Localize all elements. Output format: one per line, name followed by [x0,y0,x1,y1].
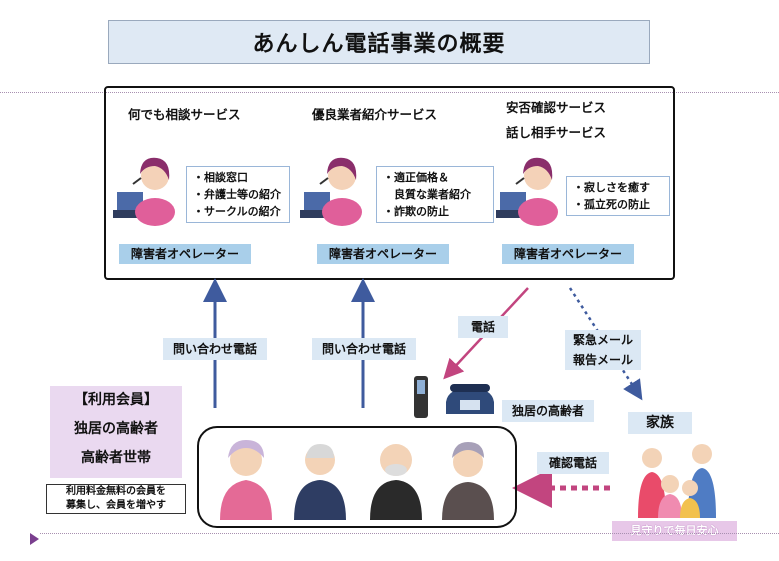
service-item: 良質な業者紹介 [383,188,471,201]
services-box [104,86,675,280]
service-items-contractor: ・適正価格＆ 良質な業者紹介 ・詐欺の防止 [376,166,494,223]
phone-icon [410,372,500,426]
reassurance-label: 見守りで毎日安心 [612,521,737,541]
note-line: 募集し、会員を増やす [66,500,166,511]
member-line: 独居の高齢者 [74,421,158,437]
recruit-note: 利用料金無料の会員を 募集し、会員を増やす [46,484,186,514]
inquiry-call-label-1: 問い合わせ電話 [163,338,267,360]
service-items-consult: ・相談窓口 ・弁護士等の紹介 ・サークルの紹介 [186,166,290,223]
service-item: ・詐欺の防止 [383,205,449,218]
emergency-label-line: 緊急メール [572,333,633,347]
operator-label-2: 障害者オペレーター [317,244,449,264]
family-illustration [630,440,730,522]
service-item: ・サークルの紹介 [193,205,281,218]
operator-label-1: 障害者オペレーター [119,244,251,264]
service-title-contractor: 優良業者紹介サービス [312,107,438,122]
seniors-group [197,426,517,528]
emergency-label-line: 報告メール [572,353,633,367]
divider-bottom [40,533,779,534]
call-label: 電話 [458,316,508,338]
bullet-triangle-icon [30,533,39,545]
member-line: 高齢者世帯 [81,450,151,466]
inquiry-call-label-2: 問い合わせ電話 [312,338,416,360]
operator-illustration-2 [300,148,368,232]
member-heading: 【利用会員】 [74,392,158,408]
service-items-safety: ・寂しさを癒す ・孤立死の防止 [566,176,670,216]
service-item: ・適正価格＆ [383,171,449,184]
operator-illustration-1 [113,148,181,232]
operator-illustration-3 [496,148,564,232]
page-title: あんしん電話事業の概要 [108,20,650,64]
service-title-chat: 話し相手サービス [506,125,607,140]
member-box: 【利用会員】 独居の高齢者 高齢者世帯 [50,386,182,478]
service-title-safety: 安否確認サービス [506,100,607,115]
service-item: ・相談窓口 [193,171,248,184]
single-elderly-label: 独居の高齢者 [502,400,594,422]
operator-label-3: 障害者オペレーター [502,244,634,264]
service-title-consult: 何でも相談サービス [128,107,241,122]
family-label: 家族 [628,412,692,434]
service-item: ・孤立死の防止 [573,198,650,211]
service-item: ・弁護士等の紹介 [193,188,281,201]
note-line: 利用料金無料の会員を [66,486,166,497]
seniors-illustration [210,436,505,524]
emergency-label: 緊急メール 報告メール [565,330,641,370]
divider-top [0,92,779,93]
service-item: ・寂しさを癒す [573,181,650,194]
confirm-call-label: 確認電話 [537,452,609,474]
